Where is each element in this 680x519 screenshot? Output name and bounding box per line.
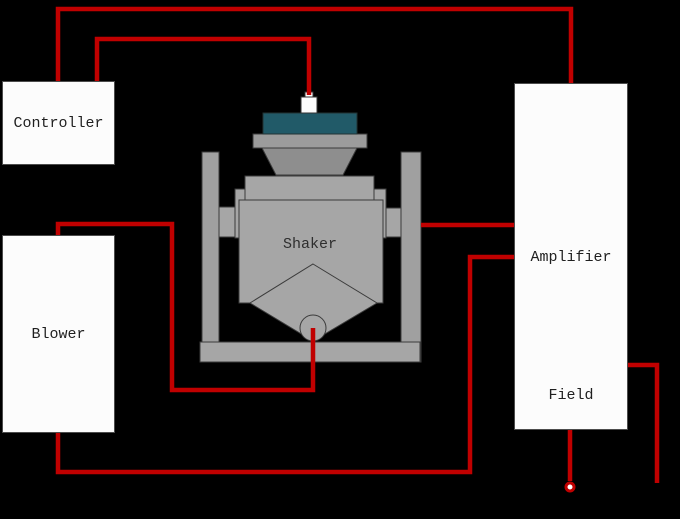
wire-blower-to-amplifier [55, 254, 514, 475]
controller-label: Controller [13, 114, 104, 132]
terminal-dot [564, 481, 576, 493]
amplifier-label: Amplifier [530, 249, 612, 266]
shaker-left-post [201, 151, 220, 363]
field-label: Field [548, 387, 594, 404]
sensor-body [300, 96, 318, 114]
shaker-left-trunnion [218, 206, 236, 238]
controller-box: Controller [2, 81, 115, 165]
blower-label: Blower [31, 325, 86, 343]
shaker-expander-head [261, 147, 358, 176]
shaker-base-bar [199, 341, 421, 363]
amplifier-box: Amplifier Field [514, 83, 628, 430]
test-fixture-block [262, 112, 358, 135]
wire-blower-to-shaker [55, 221, 316, 393]
blower-box: Blower [2, 235, 115, 433]
shaker-table-slab [252, 133, 368, 149]
wire-controller-to-amplifier [55, 6, 574, 83]
shaker-right-post [400, 151, 422, 363]
wire-controller-to-sensor [94, 36, 312, 95]
shaker-right-trunnion [385, 207, 402, 238]
wire-amplifier-right-output [628, 362, 660, 483]
